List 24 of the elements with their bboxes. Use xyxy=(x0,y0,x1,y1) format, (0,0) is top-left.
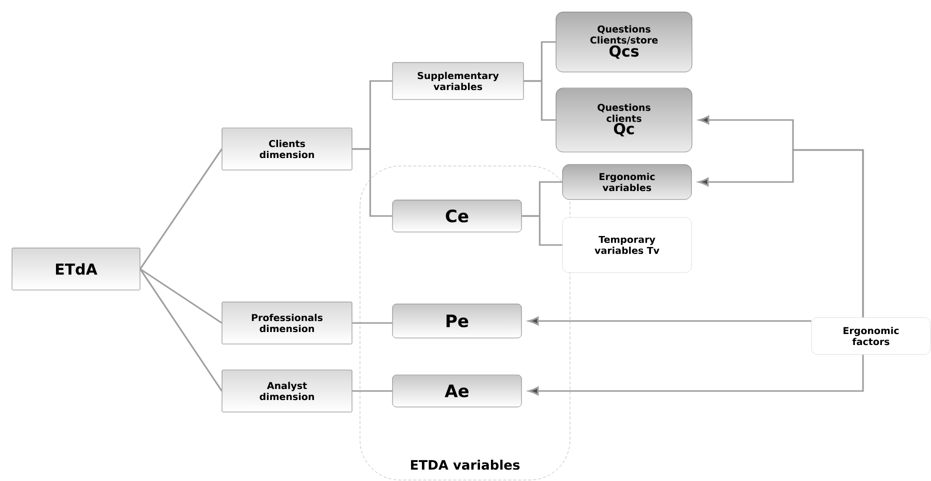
connector xyxy=(522,215,562,246)
question-box: Questions Clients/store Qcs xyxy=(556,12,692,72)
root-box: ETdA xyxy=(12,248,140,290)
connector xyxy=(524,80,556,121)
connector xyxy=(140,268,222,392)
connector xyxy=(528,316,812,326)
variable-box: Temporary variables Tv xyxy=(562,217,692,273)
factor-box: Ergonomic factors xyxy=(811,317,931,355)
dimension-box: Analyst dimension xyxy=(222,370,352,412)
variable-box: Supplementary variables xyxy=(392,62,524,100)
variable-box: Ce xyxy=(392,200,522,232)
connector xyxy=(140,148,222,270)
variable-box: Ergonomic variables xyxy=(562,164,692,200)
dimension-box: Professionals dimension xyxy=(222,302,352,344)
connector xyxy=(140,268,222,324)
dimension-box: Clients dimension xyxy=(222,128,352,170)
connector xyxy=(352,148,392,217)
connector xyxy=(352,390,392,392)
question-box: Questions clients Qc xyxy=(556,88,692,152)
variable-box: Pe xyxy=(392,304,522,338)
variable-box: Ae xyxy=(392,374,522,408)
connector xyxy=(352,322,392,324)
connector xyxy=(528,354,864,396)
connector xyxy=(698,149,864,318)
